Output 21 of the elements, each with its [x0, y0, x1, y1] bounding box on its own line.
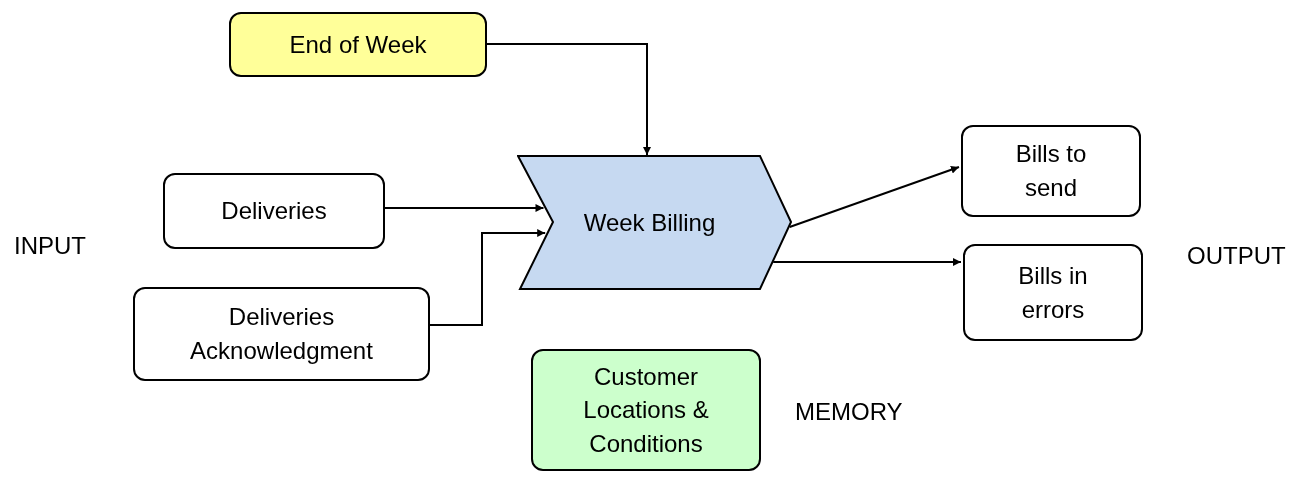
output-box	[963, 244, 1143, 341]
node-text: Deliveries Acknowledgment	[189, 302, 374, 366]
arrow	[429, 229, 547, 326]
trigger-box	[229, 12, 487, 77]
node-text: Customer Locations & Conditions	[582, 361, 710, 459]
node-text: End of Week	[288, 29, 428, 60]
arrow	[384, 204, 545, 212]
input-box	[163, 173, 385, 249]
node-text: Week Billing	[582, 207, 717, 238]
memory-box	[531, 349, 761, 471]
node-text: Bills in errors	[1017, 260, 1089, 325]
arrow	[772, 258, 962, 266]
arrow	[486, 43, 651, 156]
input-label: INPUT	[14, 231, 86, 261]
node-text: Bills to send	[1014, 139, 1088, 203]
output-box	[961, 125, 1141, 217]
input-box	[133, 287, 430, 381]
output-label: OUTPUT	[1187, 241, 1286, 271]
arrow	[788, 165, 960, 228]
memory-label: MEMORY	[795, 397, 903, 427]
node-text: Deliveries	[220, 196, 328, 227]
